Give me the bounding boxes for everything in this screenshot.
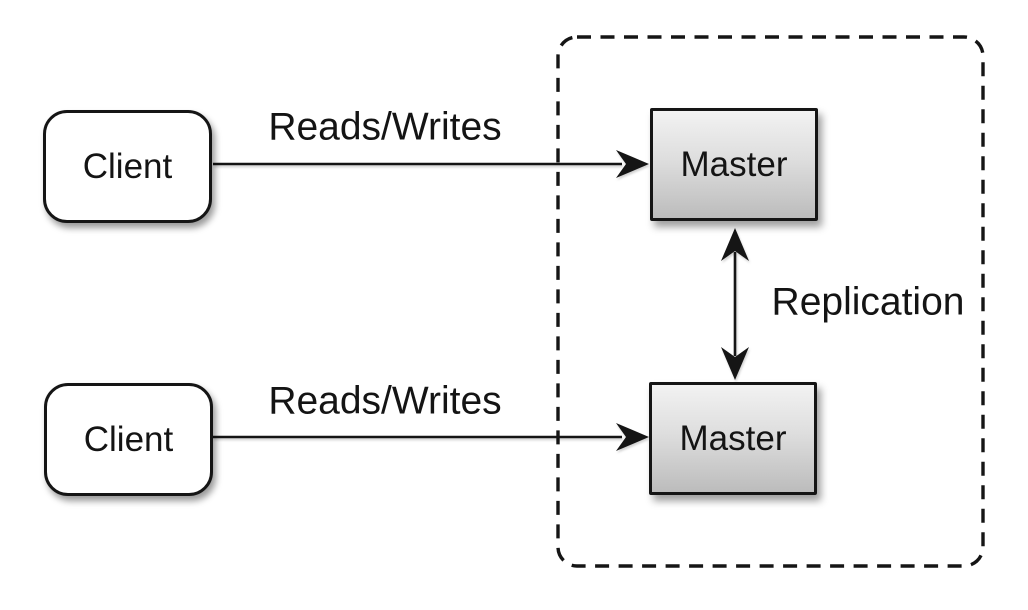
edge-label-reads-writes-bottom: Reads/Writes [268,379,502,423]
node-master-top: Master [650,108,818,221]
arrowhead-down-icon [721,347,749,380]
reads-writes-bottom-arrow [213,423,649,451]
arrowhead-up-icon [721,228,749,261]
node-master-bottom: Master [649,382,817,495]
node-client-top-label: Client [82,147,173,186]
node-client-top: Client [43,110,212,223]
node-master-bottom-label: Master [679,419,787,458]
node-client-bottom: Client [44,383,213,496]
arrowhead-right-icon [616,423,649,451]
edge-label-replication: Replication [771,280,965,324]
arrowhead-right-icon [616,150,649,178]
node-master-top-label: Master [680,145,788,184]
replication-arrow [721,228,749,380]
node-client-bottom-label: Client [83,420,174,459]
reads-writes-top-arrow [213,150,649,178]
edge-label-reads-writes-top: Reads/Writes [268,105,502,149]
